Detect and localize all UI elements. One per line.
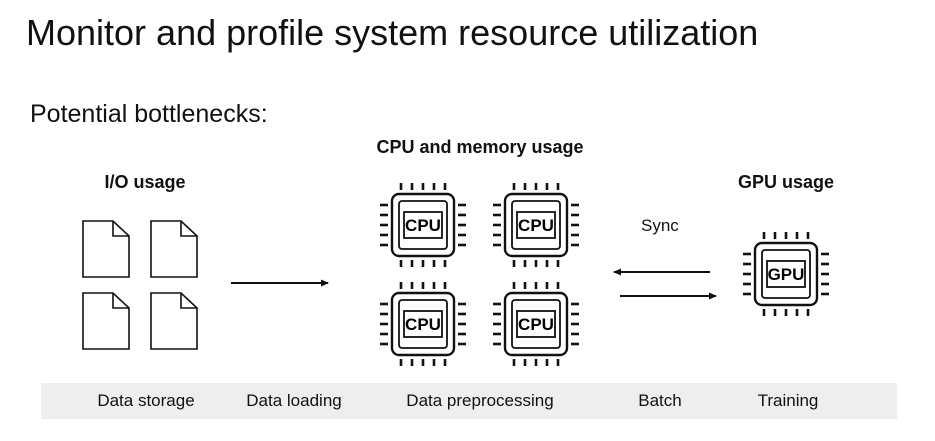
sync-label: Sync [641,216,679,235]
stage-data-preprocessing: Data preprocessing [406,391,554,410]
document-icon [150,292,198,350]
cpu-chip-icon: CPU [491,280,581,368]
stage-data-loading: Data loading [246,391,342,410]
document-icon [82,292,130,350]
cpu-chip-label: CPU [405,216,441,235]
stage-training: Training [757,391,819,410]
stage-batch: Batch [638,391,682,410]
subtitle: Potential bottlenecks: [30,100,268,128]
cpu-chip-label: CPU [518,315,554,334]
pipeline-stage-bar: Data storage Data loading Data preproces… [41,383,897,419]
io-usage-label: I/O usage [104,172,186,192]
cpu-memory-usage-label: CPU and memory usage [376,137,584,157]
stage-data-storage: Data storage [97,391,195,410]
gpu-chip-label: GPU [768,265,805,284]
cpu-chip-label: CPU [518,216,554,235]
document-icon [82,220,130,278]
document-icon [150,220,198,278]
cpu-chip-label: CPU [405,315,441,334]
cpu-chip-icon: CPU [378,280,468,368]
page-title: Monitor and profile system resource util… [26,12,759,53]
cpu-chip-icon: CPU [378,181,468,269]
cpu-chip-icon: CPU [491,181,581,269]
gpu-usage-label: GPU usage [737,172,835,192]
gpu-chip-icon: GPU [741,230,831,318]
